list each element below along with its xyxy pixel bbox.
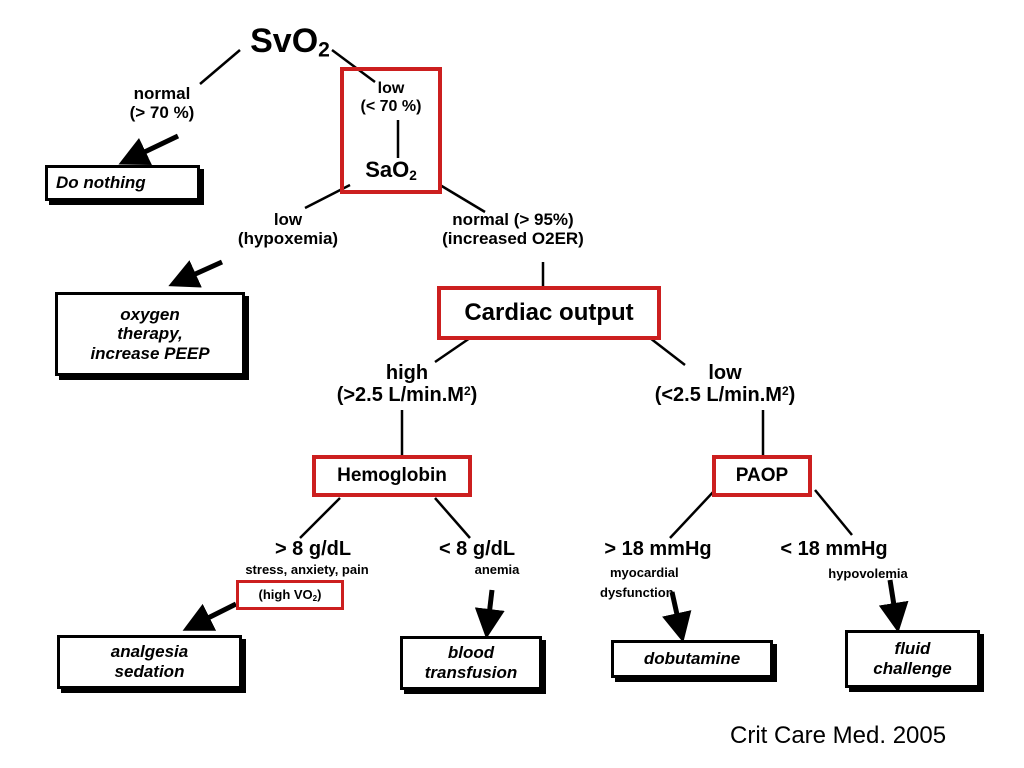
sao2-node: SaO2 (345, 157, 437, 183)
hb-low-value: < 8 g/dL (438, 538, 516, 560)
high-co-value: (>2.5 L/min.M (336, 384, 464, 407)
paop-node: PAOP (712, 455, 812, 497)
blood-transfusion-box: blood transfusion (400, 636, 542, 690)
do-nothing-box: Do nothing (45, 165, 200, 201)
arrow-analgesia (182, 601, 238, 631)
paop-low-note: hypovolemia (828, 566, 908, 581)
low-svo2-label: low (< 70 %) (345, 80, 437, 116)
blood-line2: transfusion (424, 663, 518, 682)
sao2-sub: 2 (409, 168, 417, 183)
high-vo2-close: ) (317, 587, 322, 603)
line-co-high (434, 336, 471, 364)
paop-high-note: myocardial dysfunction (600, 563, 720, 602)
blood-line1: blood (447, 643, 495, 663)
normal-sao2-label: normal (> 95%) (increased O2ER) (418, 210, 608, 248)
low-co-value: (<2.5 L/min.M (654, 384, 782, 407)
low-co-line2: (<2.5 L/min.M2) (630, 384, 820, 406)
normal-sao2-line1: normal (> 95%) (452, 210, 574, 229)
oxygen-line1: oxygen (120, 304, 180, 324)
high-vo2-main: (high VO (258, 587, 313, 603)
fluid-challenge-box: fluid challenge (845, 630, 980, 688)
line-hb-high (299, 497, 341, 539)
dobutamine-text: dobutamine (643, 649, 741, 669)
normal-svo2-line1: normal (133, 84, 191, 103)
line-svo2-normal (199, 49, 241, 85)
normal-svo2-line2: (> 70 %) (129, 103, 195, 123)
hb-high-value: > 8 g/dL (274, 538, 352, 560)
line-sao2-normal (439, 183, 486, 214)
low-sao2-label: low (hypoxemia) (218, 210, 358, 248)
low-svo2-line1: low (377, 80, 405, 97)
high-co-label: high (>2.5 L/min.M2) (312, 362, 502, 407)
fluid-line1: fluid (894, 639, 931, 659)
low-svo2-line2: (< 70 %) (360, 97, 422, 115)
oxygen-line2: therapy, (117, 324, 183, 344)
low-co-close: ) (788, 384, 796, 407)
hb-low-note: anemia (474, 562, 520, 577)
paop-high-value: > 18 mmHg (604, 538, 712, 560)
arrow-dobutamine (662, 591, 692, 643)
normal-svo2-label: normal (> 70 %) (112, 84, 212, 122)
oxygen-therapy-box: oxygen therapy, increase PEEP (55, 292, 245, 376)
arrow-fluid (878, 579, 909, 633)
arrow-oxygen (168, 259, 224, 288)
citation: Crit Care Med. 2005 (730, 722, 947, 749)
cardiac-output-text: Cardiac output (464, 299, 634, 326)
paop-high-note2: dysfunction (600, 584, 674, 600)
line-hb-low (434, 497, 471, 539)
hb-high-note: stress, anxiety, pain (245, 562, 369, 577)
low-svo2-highlight-box (340, 67, 442, 194)
oxygen-line3: increase PEEP (90, 343, 210, 363)
cardiac-output-node: Cardiac output (437, 286, 661, 340)
do-nothing-text: Do nothing (56, 173, 146, 193)
arrow-do-nothing (118, 133, 180, 166)
high-co-sup: 2 (463, 384, 471, 399)
analgesia-sedation-box: analgesia sedation (57, 635, 242, 689)
svo2-root: SvO2 (230, 22, 350, 62)
paop-high-note1: myocardial (610, 565, 679, 580)
low-co-sup: 2 (781, 384, 789, 399)
sao2-main: SaO (365, 157, 410, 182)
normal-sao2-line2: (increased O2ER) (442, 229, 584, 249)
fluid-line2: challenge (873, 659, 952, 678)
hemoglobin-node: Hemoglobin (312, 455, 472, 497)
paop-low-value: < 18 mmHg (780, 538, 888, 560)
analgesia-line1: analgesia (110, 642, 189, 662)
high-vo2-sub: 2 (312, 593, 318, 603)
high-vo2-box: (high VO2) (236, 580, 344, 610)
high-vo2-text: (high VO2) (259, 587, 322, 603)
paop-text: PAOP (735, 465, 789, 486)
hemoglobin-text: Hemoglobin (337, 465, 447, 486)
line-svo2-low (331, 48, 376, 84)
svo2-root-sub: 2 (318, 38, 330, 62)
line-paop-high (669, 489, 716, 539)
analgesia-line2: sedation (114, 662, 185, 681)
low-sao2-line1: low (273, 210, 303, 229)
high-co-line2: (>2.5 L/min.M2) (312, 384, 502, 406)
low-sao2-line2: (hypoxemia) (237, 229, 339, 249)
high-co-line1: high (385, 362, 429, 384)
low-co-line1: low (708, 362, 742, 384)
line-paop-low (814, 489, 853, 536)
dobutamine-box: dobutamine (611, 640, 773, 678)
low-co-label: low (<2.5 L/min.M2) (630, 362, 820, 407)
arrow-blood (474, 589, 505, 639)
svo2-root-main: SvO (250, 22, 319, 60)
high-co-close: ) (470, 384, 478, 407)
line-co-low (649, 337, 686, 366)
